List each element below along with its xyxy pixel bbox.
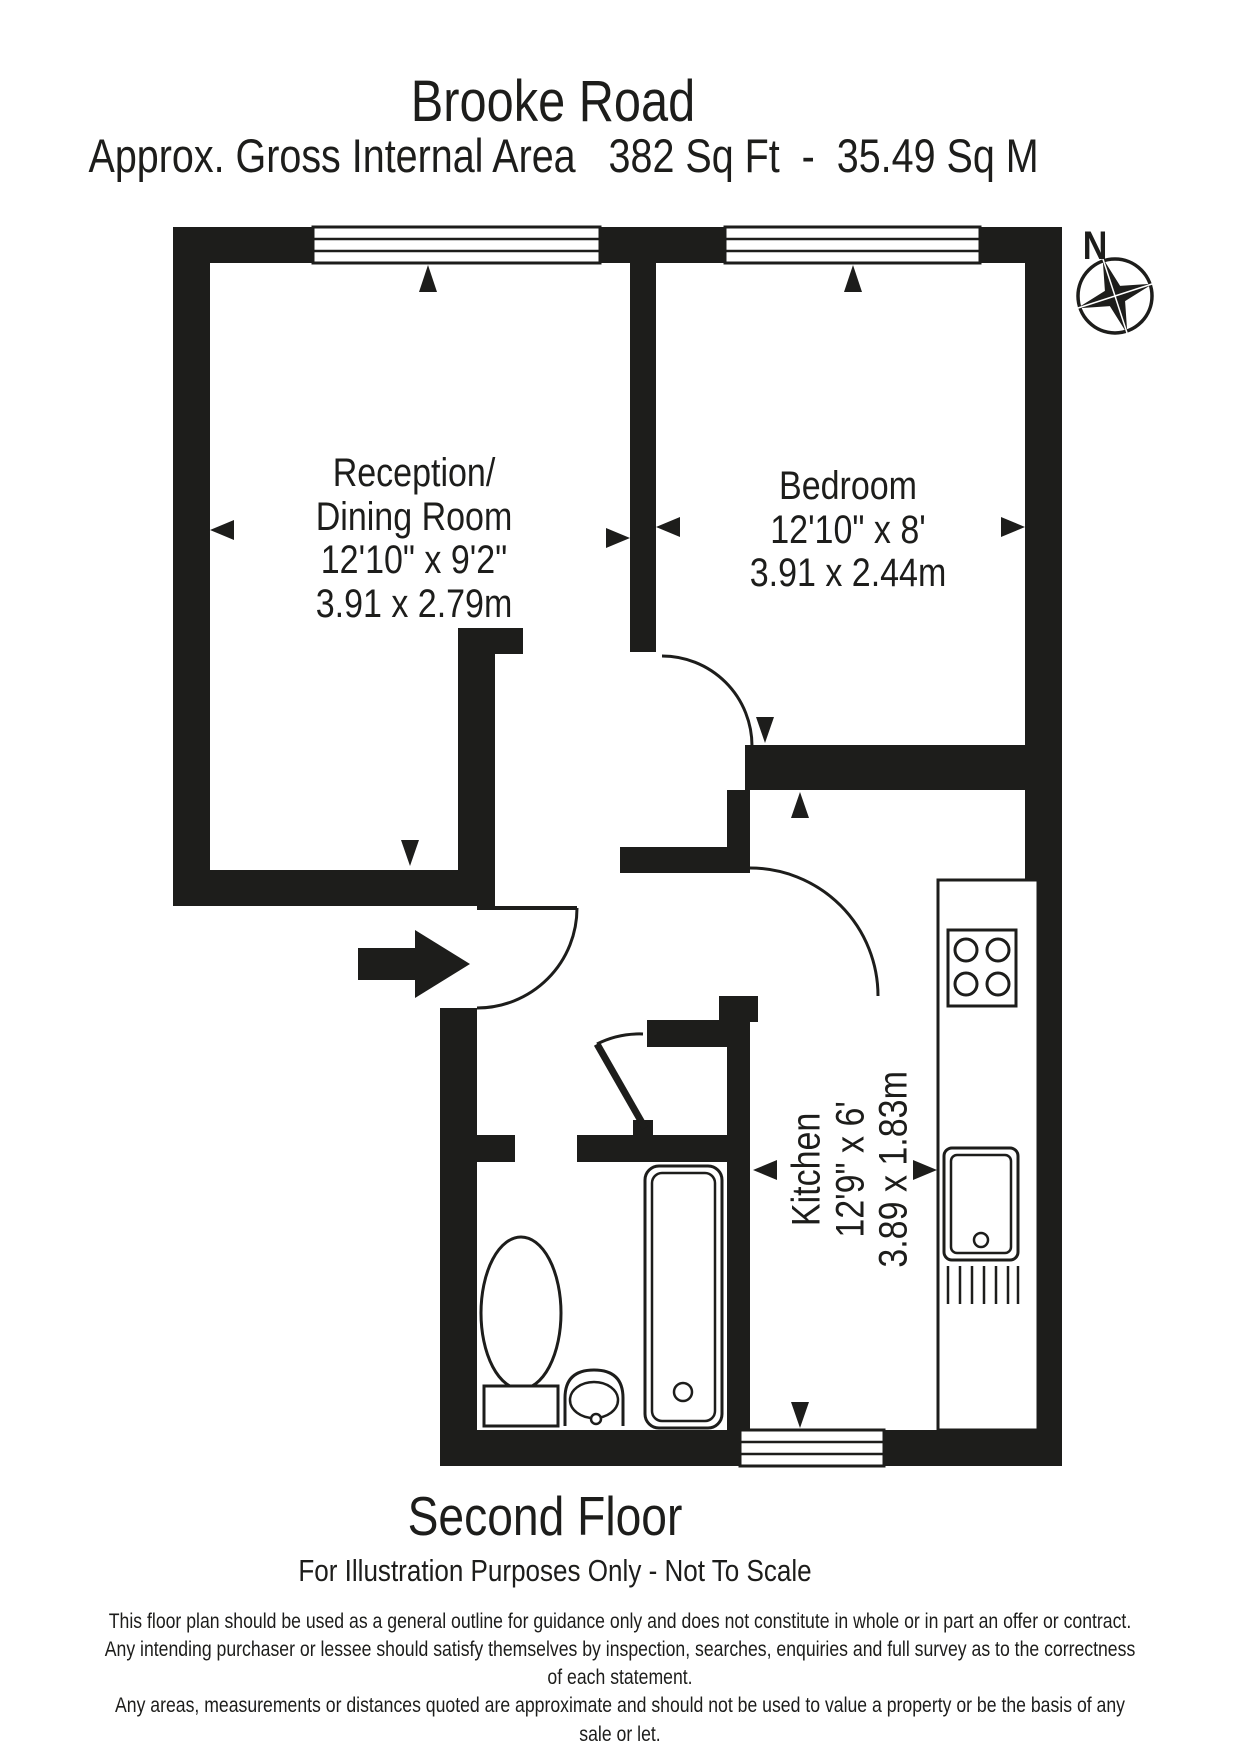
compass-rose-icon [1076, 257, 1154, 335]
hob-icon [946, 928, 1018, 1008]
dimension-arrow [1001, 517, 1025, 537]
wall-left-upper [173, 227, 210, 906]
wall-kitchen-divider-stub [727, 790, 750, 868]
kitchen-label-wrap: Kitchen 12'9" x 6' 3.89 x 1.83m [721, 1071, 981, 1268]
bedroom-dims-metric: 3.91 x 2.44m [749, 551, 947, 596]
legal-line: Any intending purchaser or lessee should… [104, 1638, 1136, 1690]
windows [311, 225, 982, 1468]
wall-bathroom-left-stub [477, 1135, 515, 1162]
bathroom-door [593, 1032, 649, 1130]
kitchen-door [749, 866, 880, 997]
wall-bathroom-door-stub [633, 1120, 653, 1162]
doors [476, 654, 880, 1130]
dimension-arrow [753, 1160, 777, 1180]
page-title: Brooke Road [410, 69, 696, 134]
reception-name-line1: Reception/ [332, 451, 496, 495]
dimension-arrow [210, 520, 234, 540]
bedroom-dims-imperial: 12'10" x 8' [770, 507, 926, 552]
reception-name-line2: Dining Room [315, 494, 513, 539]
dimension-arrow [401, 840, 419, 866]
floor-label: Second Floor [407, 1485, 683, 1547]
bathtub-icon [643, 1164, 724, 1430]
wall-kitchen-divider [727, 1020, 750, 1430]
reception-dims-metric: 3.91 x 2.79m [315, 581, 513, 626]
wall-spur [458, 628, 495, 870]
kitchen-name: Kitchen [784, 1112, 829, 1227]
wall-spur-cap [458, 628, 523, 654]
dimension-arrow [656, 517, 680, 537]
kitchen-dims-metric: 3.89 x 1.83m [871, 1071, 916, 1268]
dimension-arrow [844, 265, 862, 292]
wall-bathroom-upper [647, 1020, 727, 1047]
wall-reception-bottom [173, 870, 495, 906]
bedroom-name: Bedroom [779, 464, 917, 508]
walls [173, 227, 1062, 1466]
wall-kitchen-divider-cap [719, 996, 758, 1022]
dimension-arrow [791, 792, 809, 818]
dimension-arrow [419, 265, 437, 292]
illustration-note: For Illustration Purposes Only - Not To … [298, 1553, 812, 1588]
north-label: N [1082, 224, 1108, 268]
basin-icon [563, 1368, 625, 1426]
wall-bedroom-kitchen [745, 745, 1025, 790]
draining-board [946, 1266, 1020, 1304]
dimension-arrow [606, 528, 630, 548]
reception-dims-imperial: 12'10" x 9'2" [320, 538, 508, 583]
kitchen-label: Kitchen 12'9" x 6' 3.89 x 1.83m [784, 1059, 917, 1280]
wall-divider-reception-bedroom [630, 263, 656, 652]
bedroom-door [661, 654, 754, 747]
wall-left-lower [440, 1008, 477, 1466]
bedroom-label: Bedroom 12'10" x 8' 3.91 x 2.44m [749, 464, 947, 596]
kitchen-dims-imperial: 12'9" x 6' [828, 1101, 873, 1238]
dimension-arrow [791, 1402, 809, 1428]
area-subtitle: Approx. Gross Internal Area 382 Sq Ft - … [88, 129, 1039, 182]
legal-line: This floor plan should be used as a gene… [108, 1610, 1132, 1633]
toilet-icon [479, 1235, 563, 1428]
window-kitchen [738, 1428, 886, 1468]
window-bedroom [723, 225, 982, 265]
dimension-arrow [913, 1160, 937, 1180]
dimension-arrow [756, 717, 774, 743]
front-door [476, 906, 579, 1010]
sink-icon [942, 1146, 1020, 1304]
legal-disclaimer: This floor plan should be used as a gene… [99, 1608, 1141, 1749]
reception-label: Reception/ Dining Room 12'10" x 9'2" 3.9… [315, 451, 513, 626]
entry-arrow-icon [358, 930, 470, 998]
legal-line: Any areas, measurements or distances quo… [114, 1694, 1126, 1746]
window-reception [311, 225, 602, 265]
bathroom-fixtures [479, 1164, 724, 1430]
kitchen-fixtures [936, 878, 1040, 1432]
dimension-arrows [210, 265, 1025, 1428]
